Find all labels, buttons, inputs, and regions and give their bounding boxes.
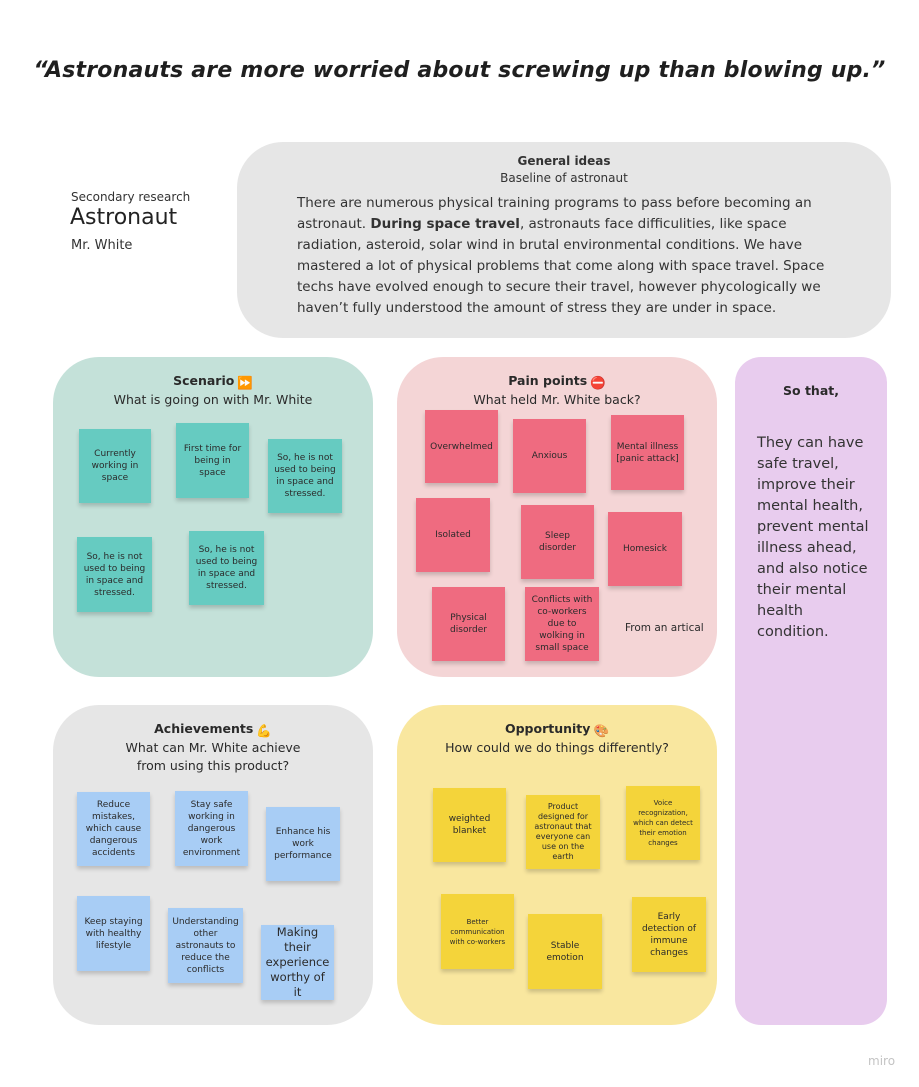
sticky-note[interactable]: weighted blanket xyxy=(433,788,506,862)
opportunity-title: Opportunity🎨 xyxy=(397,721,717,739)
sticky-note[interactable]: Stay safe working in dangerous work envi… xyxy=(175,791,248,866)
sticky-note[interactable]: Understanding other astronauts to reduce… xyxy=(168,908,243,983)
sticky-note[interactable]: Better communication with co-workers xyxy=(441,894,514,969)
achievements-title: Achievements💪 xyxy=(53,721,373,739)
scenario-subtitle: What is going on with Mr. White xyxy=(113,392,313,407)
sticky-note[interactable]: Overwhelmed xyxy=(425,410,498,483)
sticky-note[interactable]: Mental illness [panic attack] xyxy=(611,415,684,490)
general-ideas-card[interactable]: General ideas Baseline of astronaut Ther… xyxy=(237,142,891,338)
scenario-title: Scenario⏩ xyxy=(53,373,373,391)
sticky-note[interactable]: Enhance his work performance xyxy=(266,807,340,881)
sticky-note[interactable]: First time for being in space xyxy=(176,423,249,498)
miro-watermark: miro xyxy=(868,1054,896,1068)
research-type-label: Secondary research xyxy=(71,190,191,204)
pain-points-subtitle: What held Mr. White back? xyxy=(473,392,641,407)
sticky-note[interactable]: Keep staying with healthy lifestyle xyxy=(77,896,150,971)
opportunity-subtitle: How could we do things differently? xyxy=(445,740,669,755)
sticky-note[interactable]: Isolated xyxy=(416,498,490,572)
pain-points-title-text: Pain points xyxy=(508,373,588,388)
opportunity-title-text: Opportunity xyxy=(504,721,591,736)
general-text-part: , astronauts face difficulities, like sp… xyxy=(297,216,825,316)
persona-name: Mr. White xyxy=(71,238,133,253)
source-note-text: From an artical xyxy=(625,622,704,634)
fast-forward-icon: ⏩ xyxy=(237,375,253,390)
scenario-title-text: Scenario xyxy=(173,373,235,388)
sticky-note[interactable]: Voice recognization, which can detect th… xyxy=(626,786,700,860)
pain-points-title: Pain points⛔ xyxy=(397,373,717,391)
general-ideas-subtitle: Baseline of astronaut xyxy=(500,171,628,185)
achievements-subtitle: What can Mr. White achieve from using th… xyxy=(125,740,301,773)
sticky-note[interactable]: Anxious xyxy=(513,419,586,493)
scenario-section[interactable]: Scenario⏩ What is going on with Mr. Whit… xyxy=(53,357,373,677)
general-text-part: There are numerous physical training pro… xyxy=(297,195,812,232)
sticky-note[interactable]: So, he is not used to being in space and… xyxy=(268,439,342,513)
sticky-note[interactable]: Homesick xyxy=(608,512,682,586)
sticky-note[interactable]: Conflicts with co-workers due to wolking… xyxy=(525,587,599,661)
sticky-note[interactable]: Making their experience worthy of it xyxy=(261,925,334,1000)
general-ideas-text: There are numerous physical training pro… xyxy=(297,193,841,319)
so-that-text: They can have safe travel, improve their… xyxy=(757,435,869,640)
no-entry-icon: ⛔ xyxy=(590,375,606,390)
sticky-note[interactable]: Early detection of immune changes xyxy=(632,897,706,972)
sticky-note[interactable]: So, he is not used to being in space and… xyxy=(189,531,264,605)
sticky-note[interactable]: Stable emotion xyxy=(528,914,602,989)
persona-title: Astronaut xyxy=(70,205,178,230)
sticky-note[interactable]: Sleep disorder xyxy=(521,505,594,579)
general-text-bold: During space travel xyxy=(370,216,520,232)
headline-quote: “Astronauts are more worried about screw… xyxy=(33,58,886,83)
so-that-title: So that, xyxy=(783,383,839,398)
sticky-note[interactable]: Physical disorder xyxy=(432,587,505,661)
flexed-biceps-icon: 💪 xyxy=(256,723,272,738)
so-that-section[interactable]: So that, They can have safe travel, impr… xyxy=(735,357,887,1025)
sticky-note[interactable]: Currently working in space xyxy=(79,429,151,503)
sticky-note[interactable]: Product designed for astronaut that ever… xyxy=(526,795,600,869)
general-ideas-title: General ideas xyxy=(517,154,611,168)
palette-icon: 🎨 xyxy=(593,723,610,738)
achievements-title-text: Achievements xyxy=(154,721,254,736)
sticky-note[interactable]: So, he is not used to being in space and… xyxy=(77,537,152,612)
sticky-note[interactable]: Reduce mistakes, which cause dangerous a… xyxy=(77,792,150,866)
